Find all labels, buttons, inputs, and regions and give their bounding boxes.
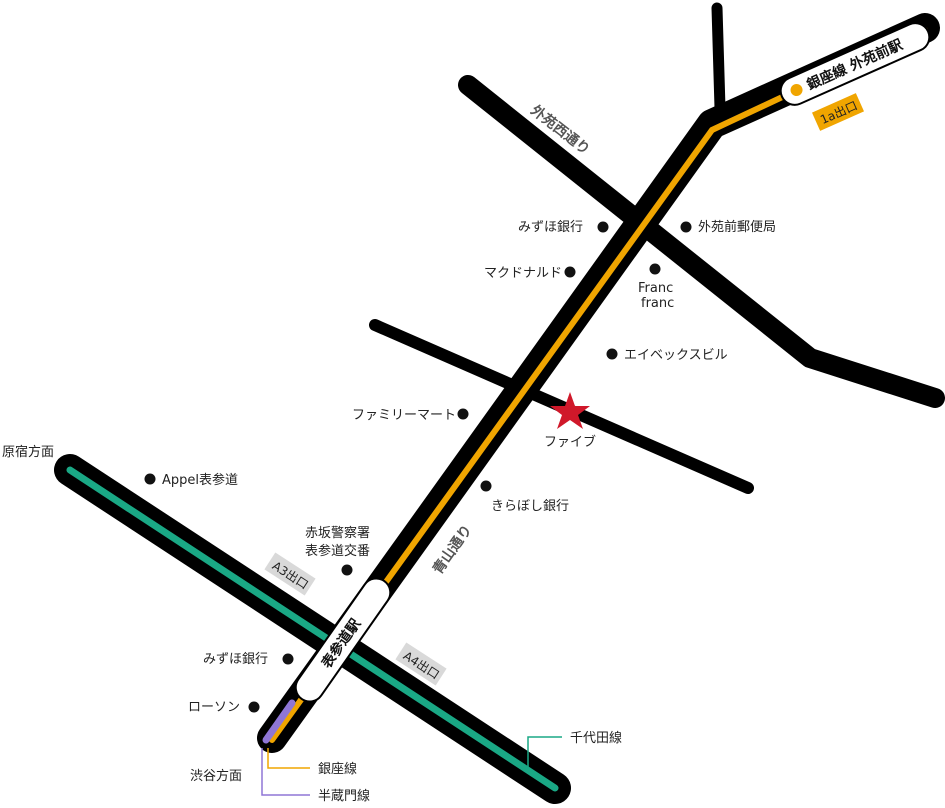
poi-mizuho-south[interactable]: みずほ銀行: [203, 652, 294, 667]
poi-dot-icon: [680, 221, 692, 233]
poi-avex[interactable]: エイベックスビル: [606, 348, 728, 363]
poi-dot-icon: [248, 701, 260, 713]
legend-hanzomon-leader: [261, 748, 310, 796]
poi-kiraboshi-label: きらぼし銀行: [491, 499, 569, 514]
poi-mcdonalds[interactable]: マクドナルド: [484, 266, 576, 281]
poi-mcdonalds-label: マクドナルド: [484, 266, 562, 281]
direction-harajuku: 原宿方面: [2, 444, 54, 460]
poi-appel-label: Appel表参道: [162, 472, 238, 488]
road-north-branch: [711, 2, 726, 114]
destination-label: ファイブ: [544, 434, 596, 450]
legend-hanzomon-label: 半蔵門線: [318, 788, 370, 804]
poi-francfranc-label-1: Franc: [638, 281, 673, 296]
destination-marker[interactable]: ファイブ: [544, 392, 596, 450]
poi-dot-icon: [606, 348, 618, 360]
poi-mizuho-south-label: みずほ銀行: [203, 652, 268, 667]
poi-lawson-label: ローソン: [188, 700, 240, 715]
poi-akasaka-police-label-2: 表参道交番: [305, 543, 370, 559]
poi-kiraboshi[interactable]: きらぼし銀行: [480, 480, 570, 515]
station-omotesando[interactable]: 表参道駅: [290, 573, 396, 707]
poi-lawson[interactable]: ローソン: [188, 700, 260, 715]
poi-avex-label: エイベックスビル: [624, 348, 728, 363]
poi-dot-icon: [457, 408, 469, 420]
poi-familymart[interactable]: ファミリーマート: [352, 408, 469, 423]
road-gaien-nishi: [458, 75, 945, 408]
poi-appel[interactable]: Appel表参道: [144, 472, 239, 488]
poi-akasaka-police-label-1: 赤坂警察署: [305, 525, 370, 541]
ginza-line: [269, 27, 928, 743]
poi-mizuho-north[interactable]: みずほ銀行: [518, 220, 609, 235]
poi-dot-icon: [597, 221, 609, 233]
chiyoda-line: [66, 466, 559, 792]
poi-dot-icon: [649, 263, 661, 275]
legend-ginza-leader: [267, 748, 310, 769]
star-icon: [550, 392, 590, 429]
poi-dot-icon: [341, 564, 353, 576]
poi-francfranc[interactable]: Franc franc: [638, 263, 674, 312]
poi-dot-icon: [564, 266, 576, 278]
hanzomon-line: [262, 699, 296, 744]
road-aoyama: [257, 13, 940, 753]
poi-familymart-label: ファミリーマート: [352, 408, 456, 423]
legend-chiyoda-label: 千代田線: [570, 730, 622, 746]
poi-gaienmae-post-label: 外苑前郵便局: [698, 219, 776, 235]
legend-hanzomon: 半蔵門線: [261, 748, 370, 804]
roads: [54, 2, 945, 804]
poi-francfranc-label-2: franc: [641, 296, 674, 311]
legend-ginza-label: 銀座線: [318, 761, 357, 777]
poi-dot-icon: [144, 473, 156, 485]
poi-akasaka-police[interactable]: 赤坂警察署 表参道交番: [305, 525, 370, 576]
poi-layer: みずほ銀行 外苑前郵便局 マクドナルド Franc franc エイベックスビル…: [144, 219, 777, 715]
exit-1a[interactable]: 1a出口: [812, 93, 864, 131]
poi-dot-icon: [282, 653, 294, 665]
poi-mizuho-north-label: みずほ銀行: [518, 220, 583, 235]
legend-ginza: 銀座線: [267, 748, 357, 777]
direction-shibuya: 渋谷方面: [190, 768, 242, 784]
poi-gaienmae-post[interactable]: 外苑前郵便局: [680, 219, 777, 235]
poi-dot-icon: [480, 480, 492, 492]
legend-chiyoda: 千代田線: [527, 730, 622, 768]
legend-chiyoda-leader: [527, 736, 562, 768]
